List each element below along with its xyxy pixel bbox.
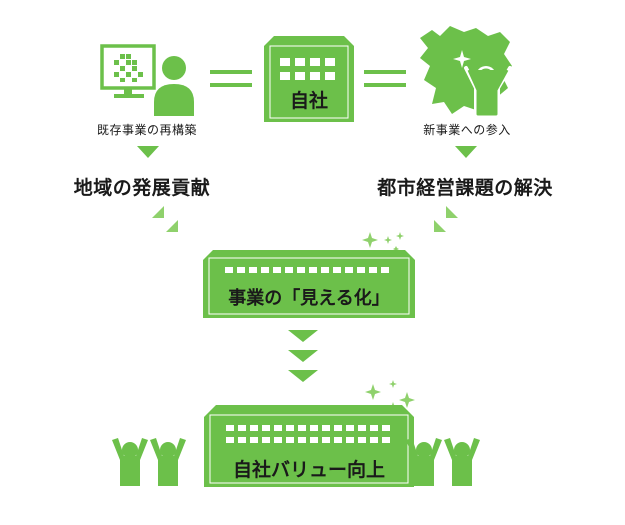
building-window: [274, 437, 282, 443]
building-window: [322, 425, 330, 431]
visualization-box: 事業の「見える化」: [203, 250, 415, 318]
value-up-box: 自社バリュー向上: [204, 405, 414, 487]
building-window: [381, 267, 389, 273]
cheering-people-icon-right: [402, 436, 486, 486]
building-window: [273, 267, 281, 273]
building-window: [382, 425, 390, 431]
company-building: 自社: [264, 36, 354, 122]
building-window: [358, 437, 366, 443]
equals-sign-right: [364, 68, 406, 90]
arrow-down-left: [137, 146, 159, 158]
regional-development-label: 地域の発展貢献: [73, 177, 211, 199]
building-window: [297, 267, 305, 273]
building-window: [261, 267, 269, 273]
building-window: [238, 425, 246, 431]
building-window: [310, 437, 318, 443]
new-business-caption: 新事業への参入: [423, 123, 511, 137]
building-window: [237, 267, 245, 273]
building-window: [333, 267, 341, 273]
rebuild-existing-caption: 既存事業の再構築: [96, 123, 197, 137]
building-window: [357, 267, 365, 273]
cheering-people-icon-left: [108, 436, 192, 486]
arrow-down-triple: [288, 330, 318, 390]
arrow-down-right: [455, 146, 477, 158]
building-window: [370, 425, 378, 431]
building-window: [285, 267, 293, 273]
building-window: [346, 437, 354, 443]
building-window: [358, 425, 366, 431]
building-window: [286, 425, 294, 431]
building-window: [225, 267, 233, 273]
building-window: [298, 437, 306, 443]
building-window: [309, 267, 317, 273]
building-window: [250, 437, 258, 443]
building-window: [310, 425, 318, 431]
building-window: [286, 437, 294, 443]
building-window: [274, 425, 282, 431]
building-window: [334, 425, 342, 431]
company-label: 自社: [289, 90, 328, 112]
value-up-label: 自社バリュー向上: [232, 459, 385, 481]
building-window: [262, 437, 270, 443]
building-window: [238, 437, 246, 443]
building-window: [369, 267, 377, 273]
urban-management-label: 都市経営課題の解決: [377, 177, 553, 199]
map-celebration-icon: [418, 24, 516, 118]
building-window: [322, 437, 330, 443]
building-window: [226, 425, 234, 431]
building-window: [226, 437, 234, 443]
visualization-label: 事業の「見える化」: [228, 288, 390, 309]
computer-user-icon: [100, 44, 195, 116]
building-window: [334, 437, 342, 443]
building-window: [321, 267, 329, 273]
building-window: [262, 425, 270, 431]
building-window: [298, 425, 306, 431]
equals-sign-left: [210, 68, 252, 90]
building-window: [345, 267, 353, 273]
sparkle-icon: [358, 228, 408, 254]
building-window: [346, 425, 354, 431]
building-window: [370, 437, 378, 443]
arrow-diagonal-left: [150, 206, 180, 234]
building-window: [249, 267, 257, 273]
building-window: [250, 425, 258, 431]
arrow-diagonal-right: [432, 206, 462, 234]
building-window: [382, 437, 390, 443]
